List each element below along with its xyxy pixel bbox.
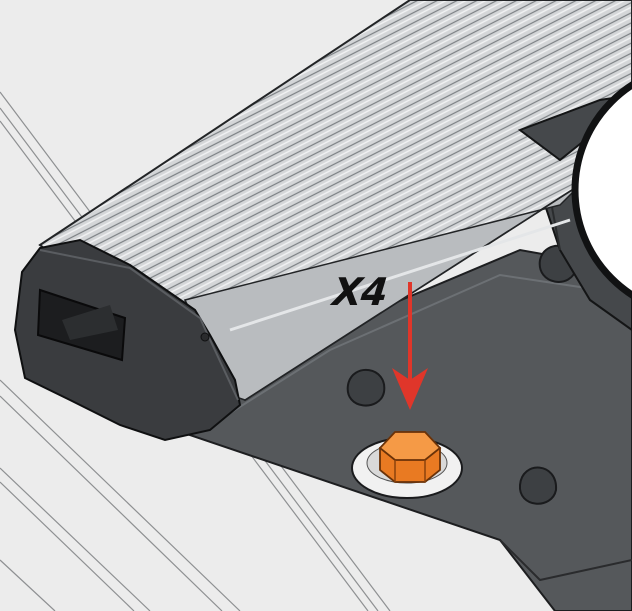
hex-bolt xyxy=(378,431,442,483)
mounting-slot xyxy=(518,466,558,505)
mounting-plate xyxy=(172,244,632,611)
down-arrow-icon xyxy=(392,282,428,410)
crossbar-end-cap xyxy=(13,238,242,442)
mounting-slot xyxy=(346,369,386,407)
detail-callout-circle xyxy=(571,80,632,300)
quantity-label: X4 xyxy=(330,270,390,314)
